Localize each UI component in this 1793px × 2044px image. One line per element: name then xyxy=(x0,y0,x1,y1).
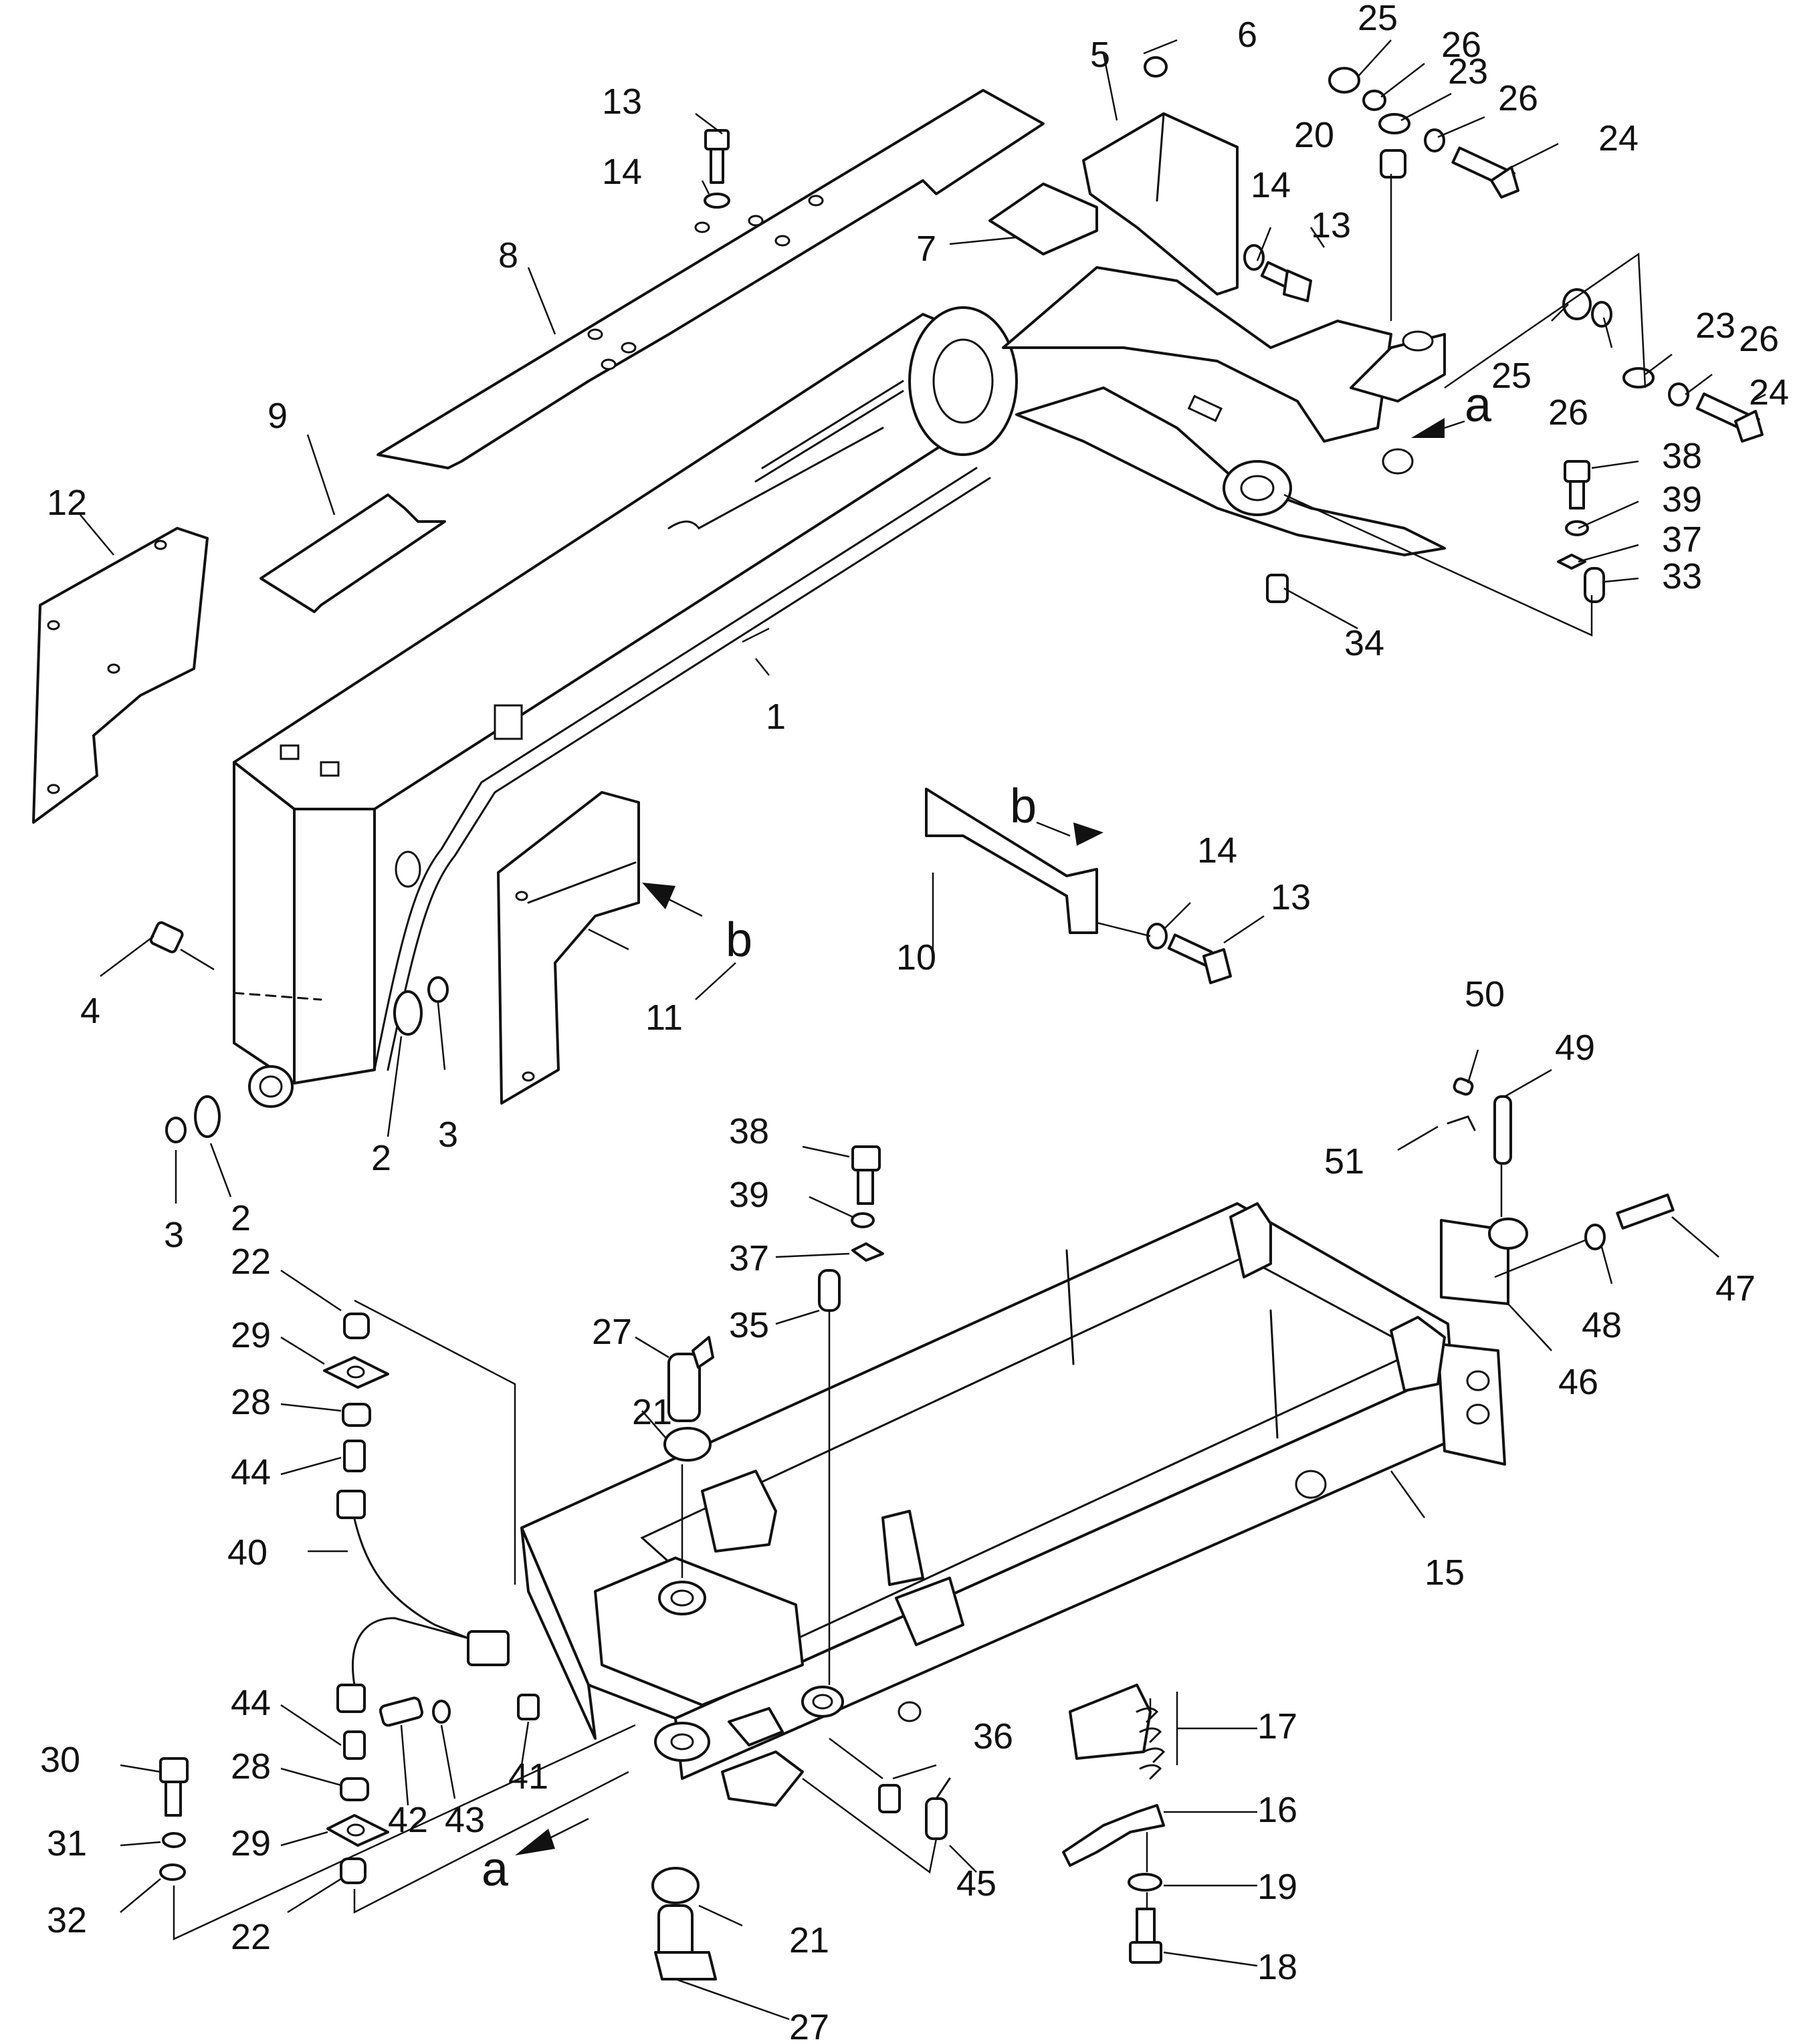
callout-3: 3 xyxy=(438,1115,458,1155)
callout-3: 3 xyxy=(164,1215,184,1255)
callout-26: 26 xyxy=(1548,392,1588,433)
callout-31: 31 xyxy=(47,1823,87,1863)
callout-2: 2 xyxy=(371,1138,391,1178)
callout-44: 44 xyxy=(231,1452,271,1492)
boom-frame xyxy=(233,266,1446,1108)
callout-15: 15 xyxy=(1425,1553,1465,1593)
callout-30: 30 xyxy=(40,1740,80,1780)
callout-42: 42 xyxy=(388,1800,428,1840)
hardware xyxy=(149,56,1764,1980)
callout-11: 11 xyxy=(645,998,683,1038)
callout-26: 26 xyxy=(1498,78,1538,118)
callout-44: 44 xyxy=(231,1683,271,1723)
view-marker-b-top: b xyxy=(1010,780,1037,833)
callout-33: 33 xyxy=(1662,556,1702,596)
callout-27: 27 xyxy=(789,2007,829,2044)
leader-lines xyxy=(80,39,1766,2021)
callout-8: 8 xyxy=(498,235,518,275)
callout-16: 16 xyxy=(1257,1790,1297,1830)
callout-29: 29 xyxy=(231,1315,271,1355)
callout-labels: 1 2 2 3 3 4 5 6 7 8 9 10 11 12 13 13 13 … xyxy=(40,0,1789,2044)
callout-27: 27 xyxy=(592,1312,632,1352)
callout-41: 41 xyxy=(508,1756,548,1797)
callout-45: 45 xyxy=(956,1863,996,1904)
callout-2: 2 xyxy=(231,1198,251,1238)
cover-plate-7 xyxy=(988,183,1098,255)
callout-14: 14 xyxy=(1251,165,1291,205)
callout-35: 35 xyxy=(729,1305,769,1345)
callout-10: 10 xyxy=(896,937,936,978)
callout-40: 40 xyxy=(227,1532,268,1573)
callout-24: 24 xyxy=(1598,118,1639,158)
callout-26: 26 xyxy=(1739,319,1779,359)
callout-4: 4 xyxy=(80,991,100,1031)
callout-25: 25 xyxy=(1491,356,1532,396)
callout-5: 5 xyxy=(1090,35,1110,75)
cover-5 xyxy=(1082,112,1239,296)
callout-13: 13 xyxy=(1311,205,1351,245)
view-marker-a-top: a xyxy=(1465,378,1492,432)
callout-51: 51 xyxy=(1324,1141,1364,1181)
callout-12: 12 xyxy=(47,483,87,523)
callout-50: 50 xyxy=(1465,974,1505,1014)
callout-6: 6 xyxy=(1237,15,1257,55)
callout-25: 25 xyxy=(1358,0,1398,38)
view-marker-b-side: b xyxy=(726,913,752,967)
callout-18: 18 xyxy=(1257,1947,1297,1987)
callout-23: 23 xyxy=(1695,306,1735,346)
callout-46: 46 xyxy=(1558,1362,1598,1402)
callout-29: 29 xyxy=(231,1823,271,1863)
callout-39: 39 xyxy=(1662,479,1702,520)
callout-19: 19 xyxy=(1257,1867,1297,1907)
callout-32: 32 xyxy=(47,1900,87,1940)
callout-22: 22 xyxy=(231,1917,271,1957)
callout-9: 9 xyxy=(268,396,288,436)
cover-plate-9 xyxy=(259,493,446,613)
cover-plate-8 xyxy=(377,89,1045,469)
callout-13: 13 xyxy=(602,82,642,122)
callout-49: 49 xyxy=(1555,1028,1595,1068)
callout-24: 24 xyxy=(1749,372,1789,413)
view-marker-a-bottom: a xyxy=(482,1843,509,1896)
callout-48: 48 xyxy=(1582,1305,1622,1345)
callout-22: 22 xyxy=(231,1242,271,1282)
callout-13: 13 xyxy=(1271,877,1311,917)
side-plate-12 xyxy=(32,527,209,824)
callout-39: 39 xyxy=(729,1175,769,1215)
callout-34: 34 xyxy=(1344,623,1384,663)
callout-17: 17 xyxy=(1257,1706,1297,1746)
callout-38: 38 xyxy=(729,1111,769,1151)
callout-28: 28 xyxy=(231,1746,271,1787)
callout-38: 38 xyxy=(1662,436,1702,476)
callout-14: 14 xyxy=(1197,830,1237,871)
callout-36: 36 xyxy=(973,1716,1013,1756)
callout-21: 21 xyxy=(632,1392,672,1432)
callout-7: 7 xyxy=(916,229,936,269)
callout-23: 23 xyxy=(1448,51,1488,92)
callout-20: 20 xyxy=(1294,115,1334,155)
callout-43: 43 xyxy=(445,1800,485,1840)
callout-37: 37 xyxy=(729,1238,769,1278)
bracket-10 xyxy=(925,788,1098,934)
callout-47: 47 xyxy=(1715,1268,1756,1309)
lower-frame xyxy=(520,1202,1506,1807)
callout-1: 1 xyxy=(766,697,786,737)
callout-14: 14 xyxy=(602,152,642,192)
callout-26: 26 xyxy=(1441,25,1481,65)
callout-28: 28 xyxy=(231,1382,271,1422)
side-plate-11 xyxy=(497,791,640,1105)
callout-37: 37 xyxy=(1662,520,1702,560)
callout-21: 21 xyxy=(789,1920,829,1960)
